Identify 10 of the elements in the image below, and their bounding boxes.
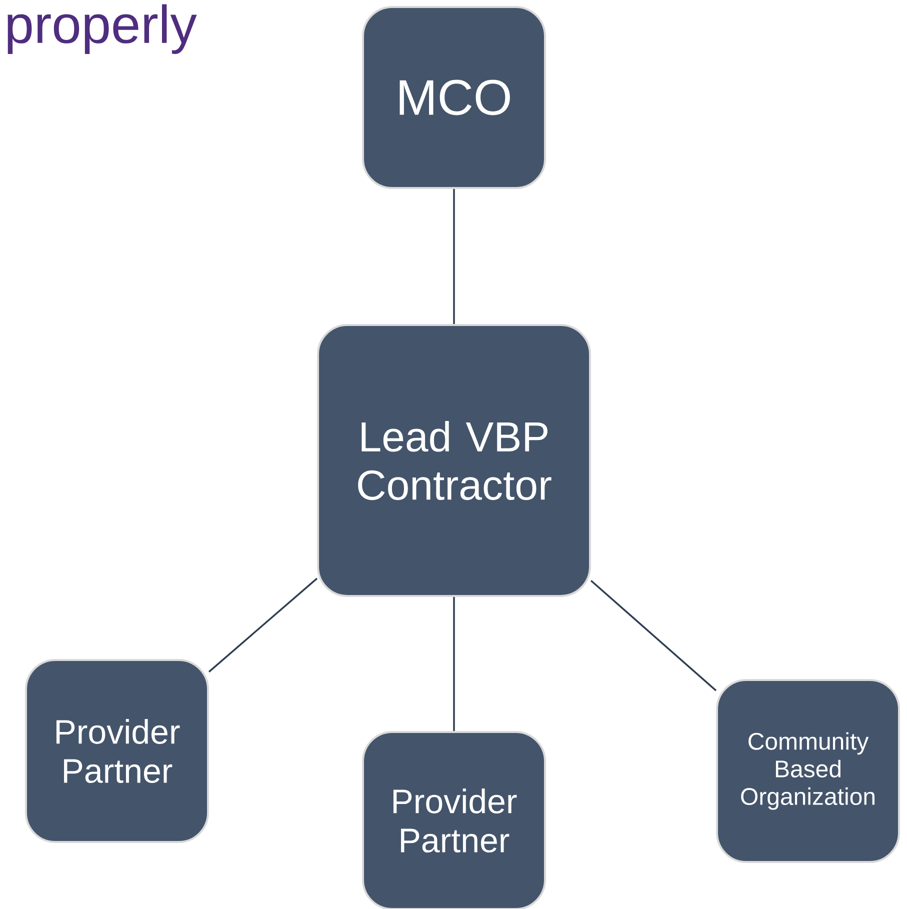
rounded-box: Lead VBP Contractor [317,324,591,597]
heading-text: properly [8,4,197,54]
rounded-box: Provider Partner [362,730,546,909]
connector-line [453,189,455,324]
rounded-box: Provider Partner [25,659,209,843]
connector-line [453,596,455,731]
rounded-box: MCO [362,6,546,190]
connector-line [590,580,717,692]
rounded-box: Community Based Organization [716,679,900,863]
connector-line [208,578,318,672]
